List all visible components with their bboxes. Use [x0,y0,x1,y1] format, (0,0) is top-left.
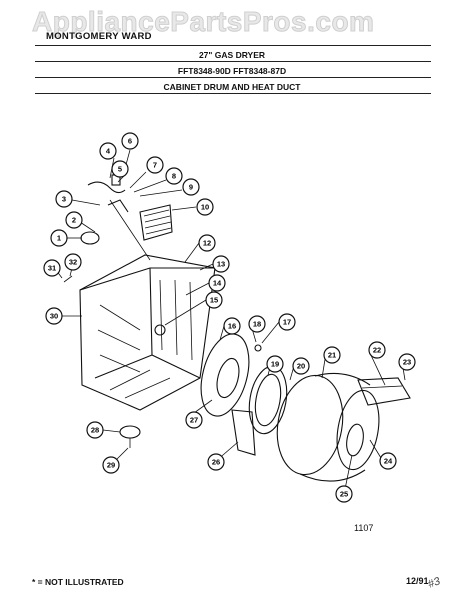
leader-lines [55,149,406,495]
callout-6: 6 [121,132,139,150]
svg-text:30: 30 [50,312,58,321]
callout-16: 16 [223,317,241,335]
svg-text:3: 3 [62,195,66,204]
svg-text:6: 6 [128,137,132,146]
svg-text:25: 25 [340,490,348,499]
revision-date: 12/91 [406,576,429,586]
callout-29: 29 [102,456,120,474]
callout-15: 15 [205,291,223,309]
svg-text:8: 8 [172,172,176,181]
svg-text:16: 16 [228,322,236,331]
svg-text:4: 4 [106,147,111,156]
callout-30: 30 [45,307,63,325]
cabinet [79,254,216,411]
svg-text:1: 1 [57,234,61,243]
brand-name: MONTGOMERY WARD [46,31,152,42]
svg-text:7: 7 [153,161,157,170]
product-title: 27" GAS DRYER [198,50,266,60]
svg-text:20: 20 [297,362,305,371]
front-bulkhead [200,333,256,456]
not-illustrated-note: * = NOT ILLUSTRATED [32,577,124,587]
callout-25: 25 [335,485,353,503]
callout-9: 9 [182,178,200,196]
header-rule-top [35,45,431,46]
header-rule-3 [35,93,431,94]
svg-text:22: 22 [373,346,381,355]
callout-7: 7 [146,156,164,174]
svg-text:10: 10 [201,203,209,212]
callout-21: 21 [323,346,341,364]
svg-text:17: 17 [283,318,291,327]
svg-text:12: 12 [203,239,211,248]
callout-3: 3 [55,190,73,208]
callout-28: 28 [86,421,104,439]
svg-text:23: 23 [403,358,411,367]
model-numbers: FFT8348-90D FFT8348-87D [177,66,287,76]
dryer-drum [276,372,380,482]
svg-text:13: 13 [217,260,225,269]
svg-text:26: 26 [212,458,220,467]
callout-32: 32 [64,253,82,271]
callout-24: 24 [379,452,397,470]
callout-13: 13 [212,255,230,273]
svg-text:21: 21 [328,351,336,360]
callout-4: 4 [99,142,117,160]
svg-text:24: 24 [384,457,393,466]
callout-20: 20 [292,357,310,375]
callout-12: 12 [198,234,216,252]
page-number: 1107 [354,523,374,533]
svg-text:14: 14 [213,279,222,288]
svg-text:18: 18 [253,320,261,329]
callout-19: 19 [266,355,284,373]
callout-8: 8 [165,167,183,185]
callout-14: 14 [208,274,226,292]
callout-18: 18 [248,315,266,333]
callout-17: 17 [278,313,296,331]
svg-text:5: 5 [118,165,122,174]
callout-10: 10 [196,198,214,216]
watermark: AppliancePartsPros.com [31,6,375,38]
callout-5: 5 [111,160,129,178]
svg-text:28: 28 [91,426,99,435]
section-title: CABINET DRUM AND HEAT DUCT [163,82,301,92]
svg-text:32: 32 [69,258,77,267]
header-rule-1 [35,61,431,62]
svg-text:9: 9 [189,183,193,192]
callout-26: 26 [207,453,225,471]
callout-22: 22 [368,341,386,359]
svg-text:2: 2 [72,216,76,225]
svg-text:15: 15 [210,296,218,305]
callout-2: 2 [65,211,83,229]
callout-31: 31 [43,259,61,277]
svg-text:29: 29 [107,461,115,470]
vent-grille [139,204,173,241]
leveling-foot [119,425,141,448]
callout-27: 27 [185,411,203,429]
callout-1: 1 [50,229,68,247]
header-rule-2 [35,77,431,78]
svg-text:19: 19 [271,360,279,369]
heat-duct [357,377,411,406]
callout-23: 23 [398,353,416,371]
svg-text:27: 27 [190,416,198,425]
svg-text:31: 31 [48,264,56,273]
